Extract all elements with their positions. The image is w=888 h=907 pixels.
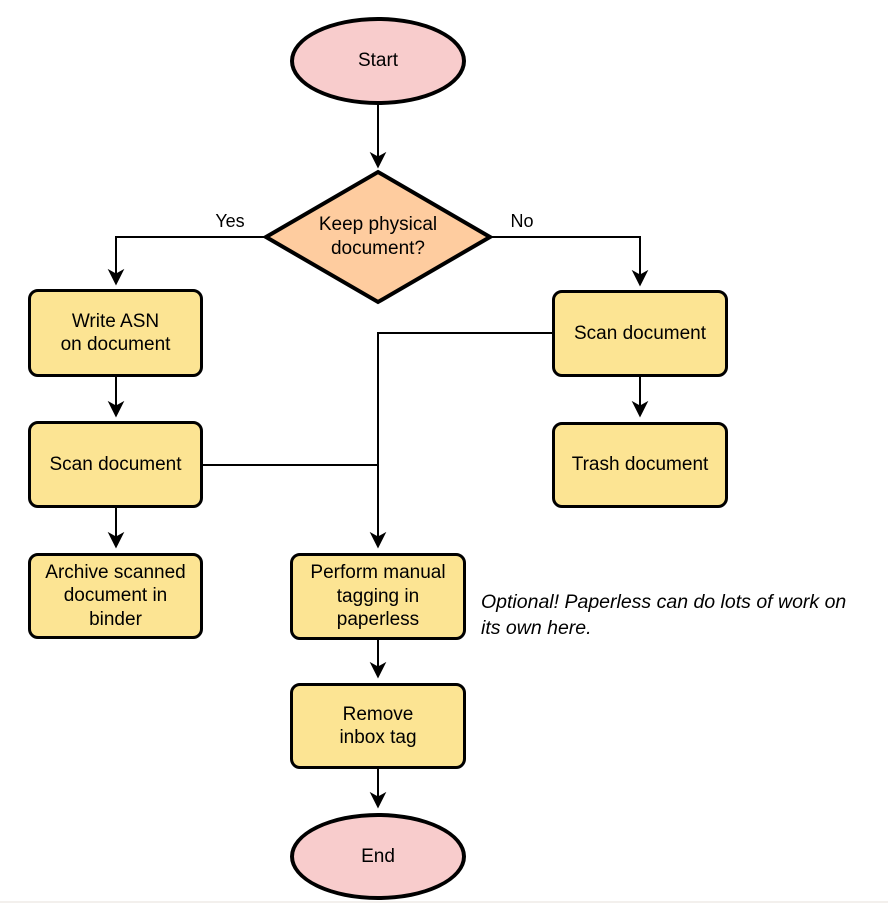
node-scan-document-left: Scan document [28, 421, 203, 508]
optional-note: Optional! Paperless can do lots of work … [481, 591, 847, 640]
node-remove-inbox-tag: Remove inbox tag [290, 683, 466, 769]
edge-label-yes: Yes [215, 211, 245, 231]
node-archive-binder: Archive scanned document in binder [28, 553, 203, 639]
node-scan-document-right: Scan document [552, 290, 728, 377]
decision-diamond-shape [262, 169, 494, 305]
node-write-asn: Write ASN on document [28, 289, 203, 377]
node-decision-label: Keep physical document? [318, 214, 438, 259]
edge-label-no: No [510, 211, 534, 231]
node-start: Start [290, 17, 466, 105]
edge-decision-no-to-scan-right [492, 236, 649, 287]
bottom-divider [0, 901, 888, 903]
node-end: End [290, 813, 466, 900]
edge-decision-yes-to-write-asn [107, 236, 264, 286]
edge-scan-right-to-tagging [369, 332, 552, 549]
node-manual-tagging: Perform manual tagging in paperless [290, 553, 466, 640]
node-trash-document: Trash document [552, 422, 728, 508]
